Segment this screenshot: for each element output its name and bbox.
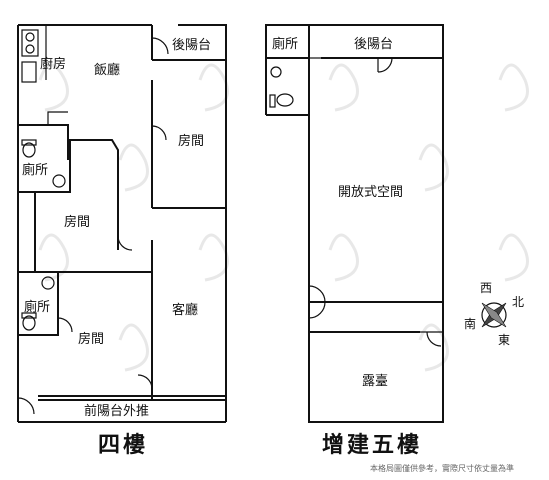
- door-swing: [426, 331, 442, 347]
- room-label-bedroom-right: 房間: [178, 133, 204, 149]
- room-label-open-space: 開放式空間: [338, 185, 403, 200]
- floor4-title: 四樓: [98, 433, 148, 458]
- corridor-wall: [68, 139, 119, 250]
- toilet-tank: [21, 139, 37, 146]
- room-label-toilet: 廁所: [272, 36, 298, 52]
- floor5-title: 增建五樓: [322, 432, 422, 458]
- room-label-toilet-lower: 廁所: [24, 299, 50, 315]
- stove-icon: [21, 29, 39, 57]
- compass-east: 東: [498, 333, 510, 347]
- washbasin-icon: [52, 174, 66, 188]
- burner-icon: [25, 44, 35, 54]
- door-swing: [57, 317, 73, 333]
- disclaimer-note: 本格局圖僅供參考，實際尺寸依丈量為準: [370, 463, 514, 473]
- toilet-tank: [21, 312, 37, 319]
- compass-south: 南: [464, 316, 476, 331]
- room-label-bedroom-middle: 房間: [64, 214, 90, 230]
- door-swing: [117, 235, 133, 251]
- room-label-front-balcony: 前陽台外推: [84, 403, 149, 419]
- door-swing: [151, 125, 167, 141]
- door-swing: [308, 301, 326, 319]
- compass-needle-ew: [481, 302, 507, 328]
- room-label-kitchen: 廚房: [40, 56, 66, 72]
- door-swing: [308, 285, 326, 303]
- room-label-dining: 飯廳: [94, 62, 120, 78]
- door-swing: [17, 397, 35, 415]
- room-label-rear-balcony-5f: 後陽台: [354, 37, 393, 52]
- toilet-icon: [22, 315, 36, 331]
- compass-rose: 西 北 南 東: [464, 281, 524, 347]
- room-label-terrace: 露臺: [362, 374, 388, 389]
- washbasin-icon: [270, 66, 282, 78]
- compass-ring: [481, 302, 507, 328]
- room-label-toilet-upper: 廁所: [22, 162, 48, 178]
- door-swing: [377, 57, 393, 73]
- floor5-outer-wall: [265, 24, 444, 423]
- compass-north: 北: [512, 295, 524, 309]
- room-label-bedroom-lower: 房間: [78, 331, 104, 347]
- floor4-outer-wall: [17, 24, 227, 401]
- toilet-icon: [22, 142, 36, 158]
- toilet-wall: [18, 272, 59, 336]
- door-swing: [137, 374, 153, 390]
- burner-icon: [25, 32, 35, 42]
- watermark-pattern: [38, 63, 529, 372]
- compass-west: 西: [480, 281, 492, 295]
- door-swing: [151, 37, 169, 55]
- sink-icon: [21, 61, 37, 83]
- room-label-living-room: 客廳: [172, 302, 198, 318]
- toilet-tank: [269, 94, 276, 108]
- toilet-icon: [276, 93, 294, 107]
- floor5-plan: 廁所 後陽台 開放式空間 露臺: [265, 24, 444, 423]
- washbasin-icon: [41, 276, 55, 290]
- toilet-wall: [47, 111, 68, 125]
- toilet-wall: [18, 124, 71, 193]
- floor4-plan: 廚房 飯廳 後陽台 房間 廁所 房間 廁所 房間 客廳 前陽台外推: [17, 24, 227, 423]
- room-label-rear-balcony: 後陽台: [172, 38, 211, 53]
